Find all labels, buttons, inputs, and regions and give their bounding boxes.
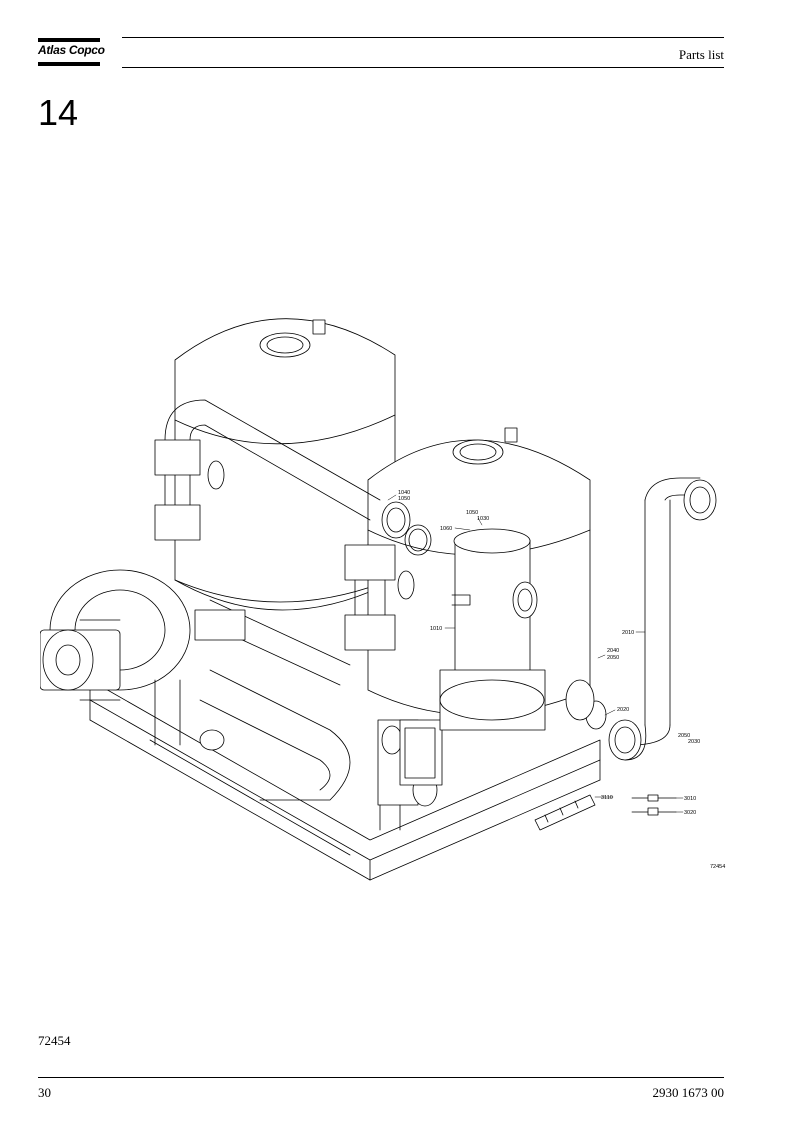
left-vessel — [174, 318, 396, 611]
footer-rule — [38, 1077, 724, 1078]
logo-bar-top — [38, 38, 100, 42]
document-number: 2930 1673 00 — [652, 1085, 725, 1100]
atlas-copco-logo: Atlas Copco — [38, 38, 105, 68]
callout-2020: 2020 — [617, 707, 629, 713]
callout-1060: 1060 — [440, 526, 452, 532]
outlet-pipe — [565, 477, 717, 761]
callout-2010: 2010 — [622, 630, 634, 636]
figure-id: 72454 — [38, 1033, 71, 1048]
header-title: Parts list — [678, 47, 724, 62]
callout-1050: 1050 — [466, 510, 478, 516]
callout-3020: 3020 — [684, 810, 696, 816]
exploded-parts-drawing: 1040 1050 1060 1050 1030 1010 2010 2040 … — [40, 318, 725, 881]
accessories — [534, 794, 677, 831]
callout-2050: 2050 — [678, 733, 690, 739]
callout-2030: 2030 — [688, 739, 700, 745]
callout-2050: 2050 — [607, 655, 619, 661]
leader-lines — [387, 494, 684, 813]
header-rule-bottom — [122, 67, 724, 68]
chapter-number: 14 — [38, 92, 79, 133]
left-piping — [154, 399, 411, 541]
middle-piping — [194, 544, 415, 686]
callout-2040: 2040 — [607, 648, 619, 654]
header-rule-top — [122, 37, 724, 38]
callout-1050: 1050 — [398, 496, 410, 502]
callout-3010: 3010 — [684, 796, 696, 802]
callout-labels: 1040 1050 1060 1050 1030 1010 2010 2040 … — [398, 490, 725, 870]
page-number: 30 — [38, 1085, 51, 1100]
callout-1010: 1010 — [430, 626, 442, 632]
callout-1030: 1030 — [477, 516, 489, 522]
logo-bar-bottom — [38, 62, 100, 66]
drawing-id: 72454 — [710, 864, 725, 870]
blower-unit — [40, 569, 191, 746]
callout-1040: 1040 — [398, 490, 410, 496]
logo-wordmark: Atlas Copco — [38, 43, 105, 57]
callout-3110: 3110 — [601, 795, 613, 801]
lower-pipe — [199, 669, 443, 831]
filter-housing — [404, 524, 546, 731]
